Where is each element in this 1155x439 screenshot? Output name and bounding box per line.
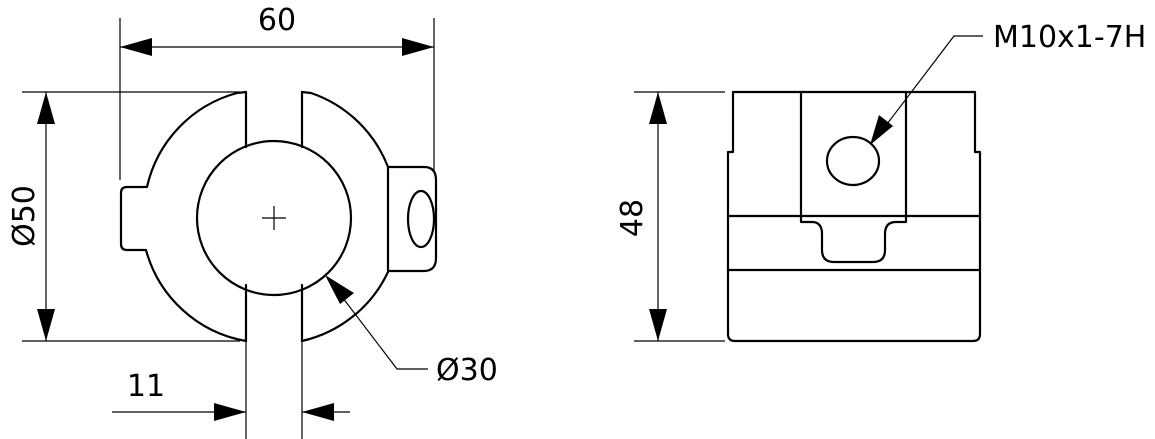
leader-line bbox=[883, 35, 983, 129]
outer-contour-right bbox=[300, 90, 390, 343]
dimension-outer-diameter: Ø50 bbox=[7, 91, 240, 342]
arrowhead-top bbox=[37, 92, 55, 124]
arrowhead-left bbox=[214, 403, 246, 421]
arrowhead-bottom bbox=[37, 309, 55, 341]
dimension-60: 60 bbox=[119, 3, 435, 180]
dimension-label: Ø30 bbox=[436, 353, 498, 388]
dimension-label: Ø50 bbox=[7, 185, 42, 247]
dimension-thread: M10x1-7H bbox=[870, 20, 1146, 145]
arrowhead-top bbox=[649, 92, 667, 124]
dimension-label: 60 bbox=[258, 3, 296, 38]
dimension-label: 48 bbox=[615, 199, 650, 237]
arrowhead-left bbox=[120, 38, 152, 56]
bore-circle bbox=[195, 139, 353, 297]
leader-line bbox=[332, 284, 428, 370]
front-view bbox=[119, 90, 438, 343]
side-view bbox=[726, 90, 982, 343]
arrowhead-bottom bbox=[649, 309, 667, 341]
side-outline bbox=[726, 90, 982, 343]
clamp-screw-hole bbox=[406, 189, 436, 249]
clamp-lug bbox=[386, 165, 438, 273]
arrowhead-right bbox=[402, 38, 434, 56]
clamp-pad bbox=[799, 90, 908, 264]
leader-arrowhead bbox=[325, 275, 354, 304]
dimension-48: 48 bbox=[615, 91, 725, 342]
dimension-label: M10x1-7H bbox=[993, 20, 1146, 55]
threaded-hole bbox=[825, 135, 881, 187]
dimension-label: 11 bbox=[127, 369, 165, 404]
dimension-slot-width: 11 bbox=[112, 341, 350, 439]
arrowhead-right bbox=[302, 403, 334, 421]
dimension-inner-diameter: Ø30 bbox=[325, 275, 498, 388]
leader-arrowhead bbox=[870, 115, 893, 145]
outer-contour bbox=[119, 90, 248, 343]
